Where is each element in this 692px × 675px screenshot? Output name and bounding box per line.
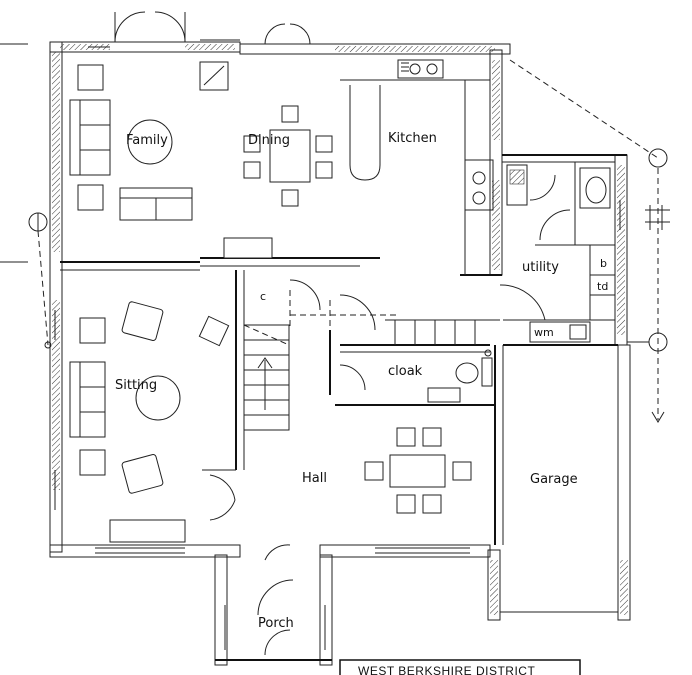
utility-fixtures — [506, 164, 611, 343]
sitting-furniture — [69, 301, 230, 543]
room-label-utility: utility — [522, 260, 559, 275]
hall-furniture — [364, 427, 472, 514]
room-label-porch: Porch — [258, 616, 294, 631]
label-washing-machine: wm — [534, 326, 554, 339]
staircase — [243, 290, 400, 431]
cloak-fixtures — [427, 349, 493, 403]
family-furniture — [69, 61, 229, 221]
room-label-sitting: Sitting — [115, 378, 157, 393]
room-label-hall: Hall — [302, 471, 327, 486]
label-tumble-dryer: td — [597, 280, 608, 293]
dining-furniture — [223, 105, 333, 259]
room-label-family: Family — [126, 133, 168, 148]
stamp-box: WEST BERKSHIRE DISTRICT — [339, 659, 581, 675]
kitchen-units — [340, 59, 500, 345]
windows — [54, 39, 621, 650]
room-label-garage: Garage — [530, 472, 578, 487]
exterior-walls — [49, 41, 631, 666]
label-boiler: b — [600, 257, 607, 270]
stamp-text: WEST BERKSHIRE DISTRICT — [358, 664, 535, 675]
label-cupboard: c — [260, 290, 266, 303]
room-label-kitchen: Kitchen — [388, 131, 437, 146]
room-label-dining: Dining — [248, 133, 290, 148]
room-label-cloak: cloak — [388, 364, 423, 379]
doors — [114, 11, 571, 656]
annotation-marks — [0, 43, 670, 423]
